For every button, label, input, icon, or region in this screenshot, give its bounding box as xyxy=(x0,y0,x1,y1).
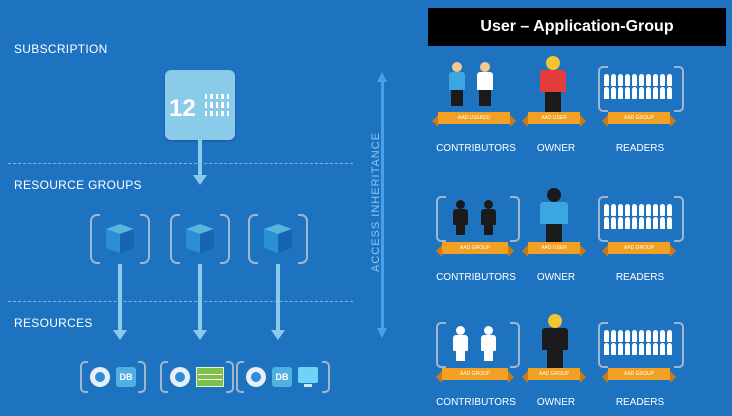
subscription-number: 12 xyxy=(169,95,196,122)
arrow-head xyxy=(113,330,127,340)
resource-set-3: DB xyxy=(236,360,330,394)
group-people-icon xyxy=(604,204,673,229)
badge-aad-group: AAD GROUP xyxy=(436,242,514,257)
role-contributors: CONTRIBUTORS xyxy=(436,143,516,154)
resource-set-2 xyxy=(160,360,234,394)
role-readers: READERS xyxy=(615,143,665,154)
contributor-group xyxy=(436,195,520,243)
access-inheritance-label: ACCESS INHERITANCE xyxy=(370,131,382,272)
resource-set-1: DB xyxy=(80,360,146,394)
reader-group xyxy=(598,65,684,113)
group-people-icon xyxy=(604,74,673,99)
resource-group-1 xyxy=(90,213,150,265)
role-readers: READERS xyxy=(615,272,665,283)
virtual-machine-icon xyxy=(298,367,318,387)
arrow-head xyxy=(377,72,387,82)
role-readers: READERS xyxy=(615,397,665,408)
role-owner: OWNER xyxy=(536,143,576,154)
divider-line xyxy=(8,301,353,302)
resources-label: RESOURCES xyxy=(14,316,93,330)
badge-aad-user: AAD USER xyxy=(522,112,586,127)
resource-group-3 xyxy=(248,213,308,265)
grid-icon xyxy=(205,94,229,116)
arrow-head xyxy=(271,330,285,340)
arrow-down xyxy=(276,264,280,330)
arrow-head xyxy=(193,175,207,185)
role-contributors: CONTRIBUTORS xyxy=(436,397,516,408)
web-app-icon xyxy=(90,367,110,387)
group-people-icon xyxy=(604,330,673,355)
badge-aad-group: AAD GROUP xyxy=(602,112,676,127)
subscription-label: SUBSCRIPTION xyxy=(14,42,108,56)
table-storage-icon xyxy=(196,367,224,387)
resource-group-2 xyxy=(170,213,230,265)
resource-group-icon xyxy=(186,224,214,254)
database-icon: DB xyxy=(116,367,136,387)
reader-group xyxy=(598,195,684,243)
arrow-down xyxy=(198,264,202,330)
web-app-icon xyxy=(246,367,266,387)
web-app-icon xyxy=(170,367,190,387)
resource-groups-label: RESOURCE GROUPS xyxy=(14,178,142,192)
subscription-icon: 12 xyxy=(165,70,235,140)
reader-group xyxy=(598,321,684,369)
role-owner: OWNER xyxy=(536,397,576,408)
badge-aad-group: AAD GROUP xyxy=(602,368,676,383)
badge-aad-group: AAD GROUP xyxy=(436,368,514,383)
arrow-head xyxy=(193,330,207,340)
arrow-head xyxy=(377,328,387,338)
role-contributors: CONTRIBUTORS xyxy=(436,272,516,283)
contributor-group xyxy=(436,321,520,369)
role-owner: OWNER xyxy=(536,272,576,283)
divider-line xyxy=(8,163,353,164)
resource-group-icon xyxy=(264,224,292,254)
access-inheritance-arrow xyxy=(381,80,384,330)
badge-aad-user: AAD USER xyxy=(522,242,586,257)
database-icon: DB xyxy=(272,367,292,387)
arrow-down xyxy=(198,140,202,176)
badge-aad-group: AAD GROUP xyxy=(522,368,586,383)
resource-group-icon xyxy=(106,224,134,254)
arrow-down xyxy=(118,264,122,330)
badge-aad-users: AAD USER(S) xyxy=(432,112,516,127)
page-title: User – Application-Group xyxy=(428,8,726,46)
badge-aad-group: AAD GROUP xyxy=(602,242,676,257)
